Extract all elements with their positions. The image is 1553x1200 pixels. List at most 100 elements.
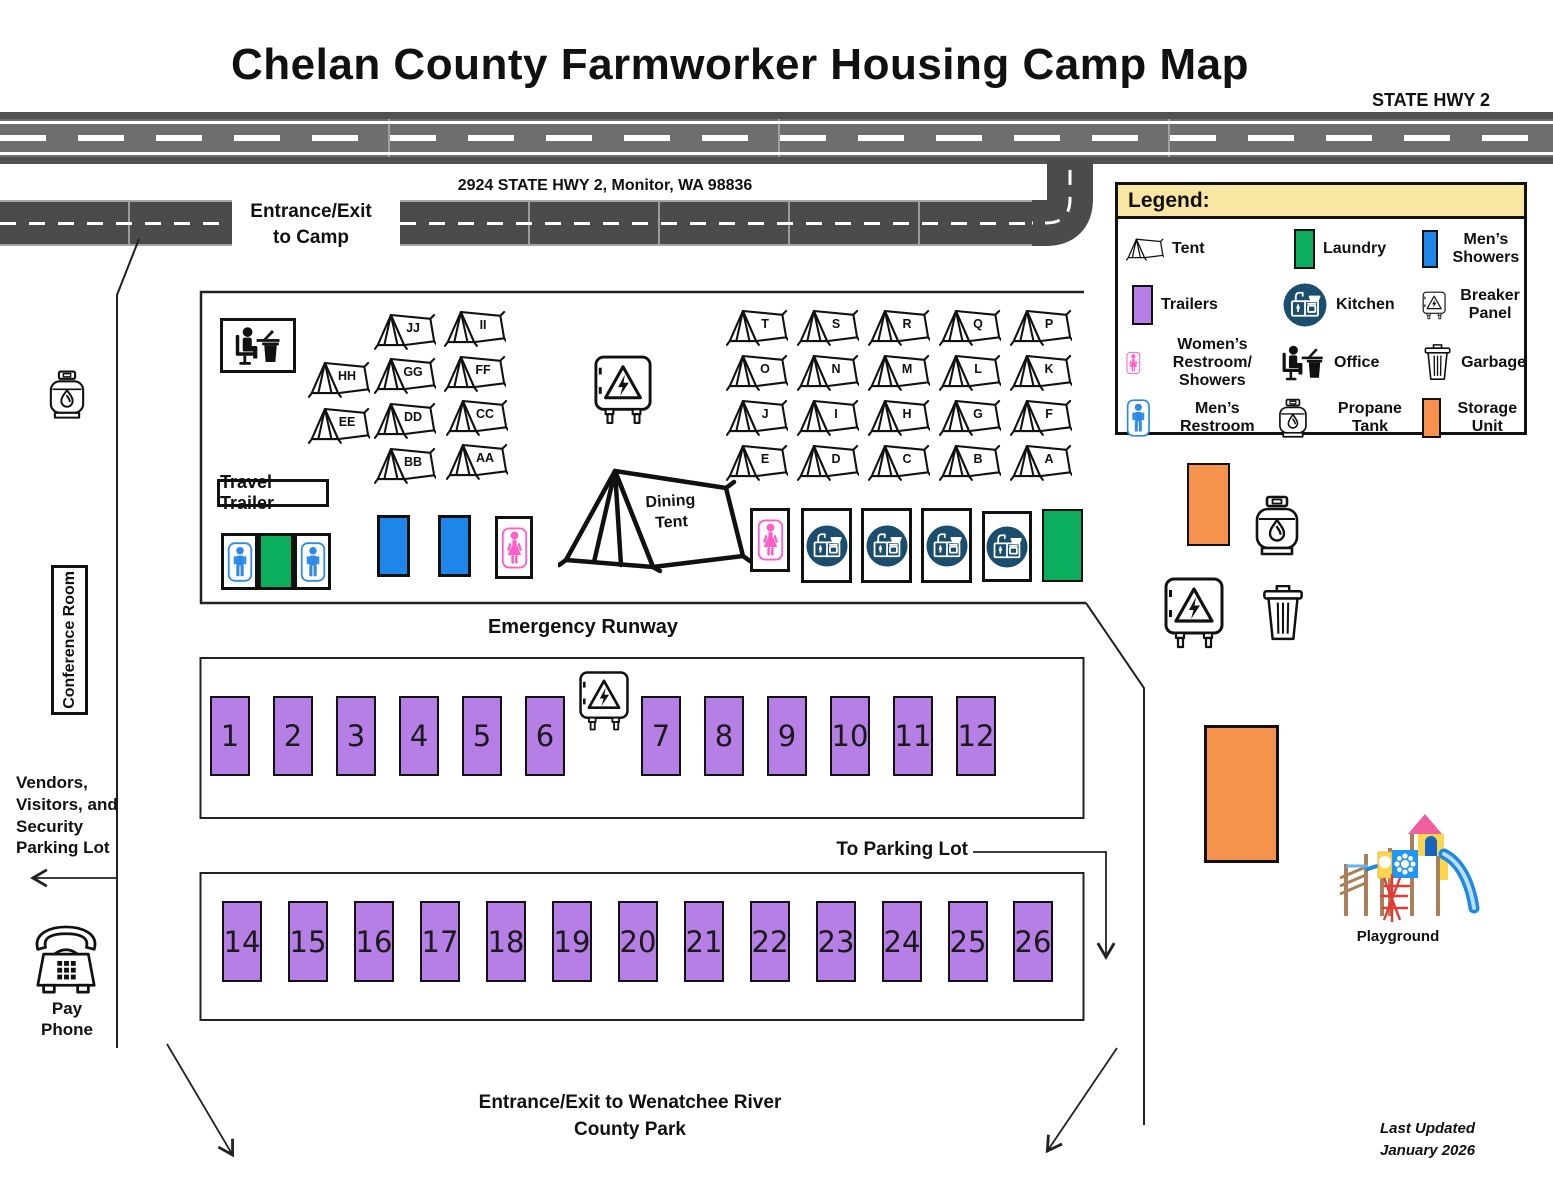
tent-label: F xyxy=(1045,406,1053,421)
tent-label: T xyxy=(761,316,769,331)
tent-label: H xyxy=(902,406,912,421)
tent-label: EE xyxy=(338,414,356,429)
tent-label: P xyxy=(1044,316,1054,331)
tent-label: I xyxy=(834,406,838,421)
highway-edge-line xyxy=(0,121,1553,124)
mens-showers-unit xyxy=(438,515,471,577)
trailer: 25 xyxy=(948,901,988,982)
tent: BB xyxy=(374,444,436,486)
legend-item-womens-restroom: Women’s Restroom/ Showers xyxy=(1126,333,1276,393)
playground-label: Playground xyxy=(1356,928,1440,945)
tent: Q xyxy=(939,306,1001,348)
mens-restroom-box xyxy=(221,533,258,590)
trailer: 5 xyxy=(462,696,502,776)
legend-label: Breaker Panel xyxy=(1460,287,1520,322)
tent: HH xyxy=(308,358,370,400)
tent-label: B xyxy=(973,451,983,466)
tent: B xyxy=(939,441,1001,483)
legend-label: Storage Unit xyxy=(1457,400,1518,435)
laundry-unit xyxy=(1042,509,1083,582)
trailer: 15 xyxy=(288,901,328,982)
tent-label: BB xyxy=(404,454,423,469)
legend-item-storage-unit: Storage Unit xyxy=(1422,393,1526,443)
trailer: 4 xyxy=(399,696,439,776)
trailer: 24 xyxy=(882,901,922,982)
trailer: 1 xyxy=(210,696,250,776)
tent: G xyxy=(939,396,1001,438)
storage-swatch-icon xyxy=(1422,398,1441,438)
page-title: Chelan County Farmworker Housing Camp Ma… xyxy=(231,40,1249,89)
road-center-dash xyxy=(0,221,232,225)
wenatchee-exit-label: Entrance/Exit to Wenatchee River County … xyxy=(478,1092,782,1140)
trailer-number: 1 xyxy=(220,719,240,753)
trailer-number: 11 xyxy=(894,719,932,753)
playground-icon xyxy=(1322,808,1482,926)
laundry-unit xyxy=(258,533,294,590)
road-segment-lines xyxy=(0,202,232,244)
legend-label: Women’s Restroom/ Showers xyxy=(1172,336,1252,389)
legend-item-kitchen: Kitchen xyxy=(1276,277,1422,333)
tent-label: E xyxy=(760,451,770,466)
tent-label: CC xyxy=(476,406,495,421)
trailer-number: 2 xyxy=(283,719,303,753)
legend: Legend: Tent Laundry Men’s Showers Trail… xyxy=(1115,182,1527,438)
tent-label: L xyxy=(974,361,982,376)
tent: FF xyxy=(444,352,506,394)
legend-item-mens-restroom: Men’s Restroom xyxy=(1126,393,1276,443)
trailer: 10 xyxy=(830,696,870,776)
trailer-number: 9 xyxy=(777,719,797,753)
trailer-number: 21 xyxy=(685,924,723,959)
entrance-road-right xyxy=(400,200,1048,246)
trailer: 20 xyxy=(618,901,658,982)
tent-label: J xyxy=(761,406,769,421)
trailer-number: 24 xyxy=(883,924,921,959)
kitchen-box xyxy=(982,511,1032,582)
mens-showers-swatch-icon xyxy=(1422,230,1438,268)
pay-phone-label: Pay Phone xyxy=(41,999,93,1040)
tent-label: AA xyxy=(476,450,495,465)
tent: E xyxy=(726,441,788,483)
tent: CC xyxy=(446,396,508,438)
legend-title: Legend: xyxy=(1118,185,1524,219)
trailer: 19 xyxy=(552,901,592,982)
state-highway-road xyxy=(0,112,1553,164)
road-segment-lines xyxy=(400,202,1048,244)
trailer-number: 4 xyxy=(409,719,429,753)
trailer: 16 xyxy=(354,901,394,982)
tent-label: Q xyxy=(973,316,983,331)
breaker-panel-icon xyxy=(1163,575,1225,651)
kitchen-box xyxy=(921,508,972,583)
legend-item-mens-showers: Men’s Showers xyxy=(1422,221,1526,277)
entrance-road-curve xyxy=(1032,159,1093,246)
tent: N xyxy=(797,351,859,393)
trailer-number: 12 xyxy=(957,719,995,753)
emergency-runway-label: Emergency Runway xyxy=(487,616,679,638)
trailer-number: 20 xyxy=(619,924,657,959)
trailer-number: 14 xyxy=(223,924,261,959)
trailer-number: 23 xyxy=(817,924,855,959)
vendors-parking-label: Vendors, Visitors, and Security Parking … xyxy=(16,773,118,858)
garbage-icon xyxy=(1259,585,1307,643)
legend-label: Tent xyxy=(1172,240,1205,258)
tent-label: K xyxy=(1044,361,1054,376)
tent: AA xyxy=(446,440,508,482)
legend-item-tent: Tent xyxy=(1126,221,1276,277)
trailer-number: 17 xyxy=(421,924,459,959)
legend-item-propane-tank: Propane Tank xyxy=(1276,393,1422,443)
tent-label: DD xyxy=(404,409,423,424)
mens-showers-unit xyxy=(377,515,410,577)
womens-restroom-box xyxy=(750,508,790,572)
legend-item-trailers: Trailers xyxy=(1126,277,1276,333)
legend-item-garbage: Garbage xyxy=(1422,333,1526,393)
laundry-swatch-icon xyxy=(1294,229,1315,269)
tent: DD xyxy=(374,399,436,441)
tent: K xyxy=(1010,351,1072,393)
trailer-number: 19 xyxy=(553,924,591,959)
trailer: 3 xyxy=(336,696,376,776)
trailer-number: 7 xyxy=(651,719,671,753)
trailer-number: 6 xyxy=(535,719,555,753)
trailer-number: 22 xyxy=(751,924,789,959)
